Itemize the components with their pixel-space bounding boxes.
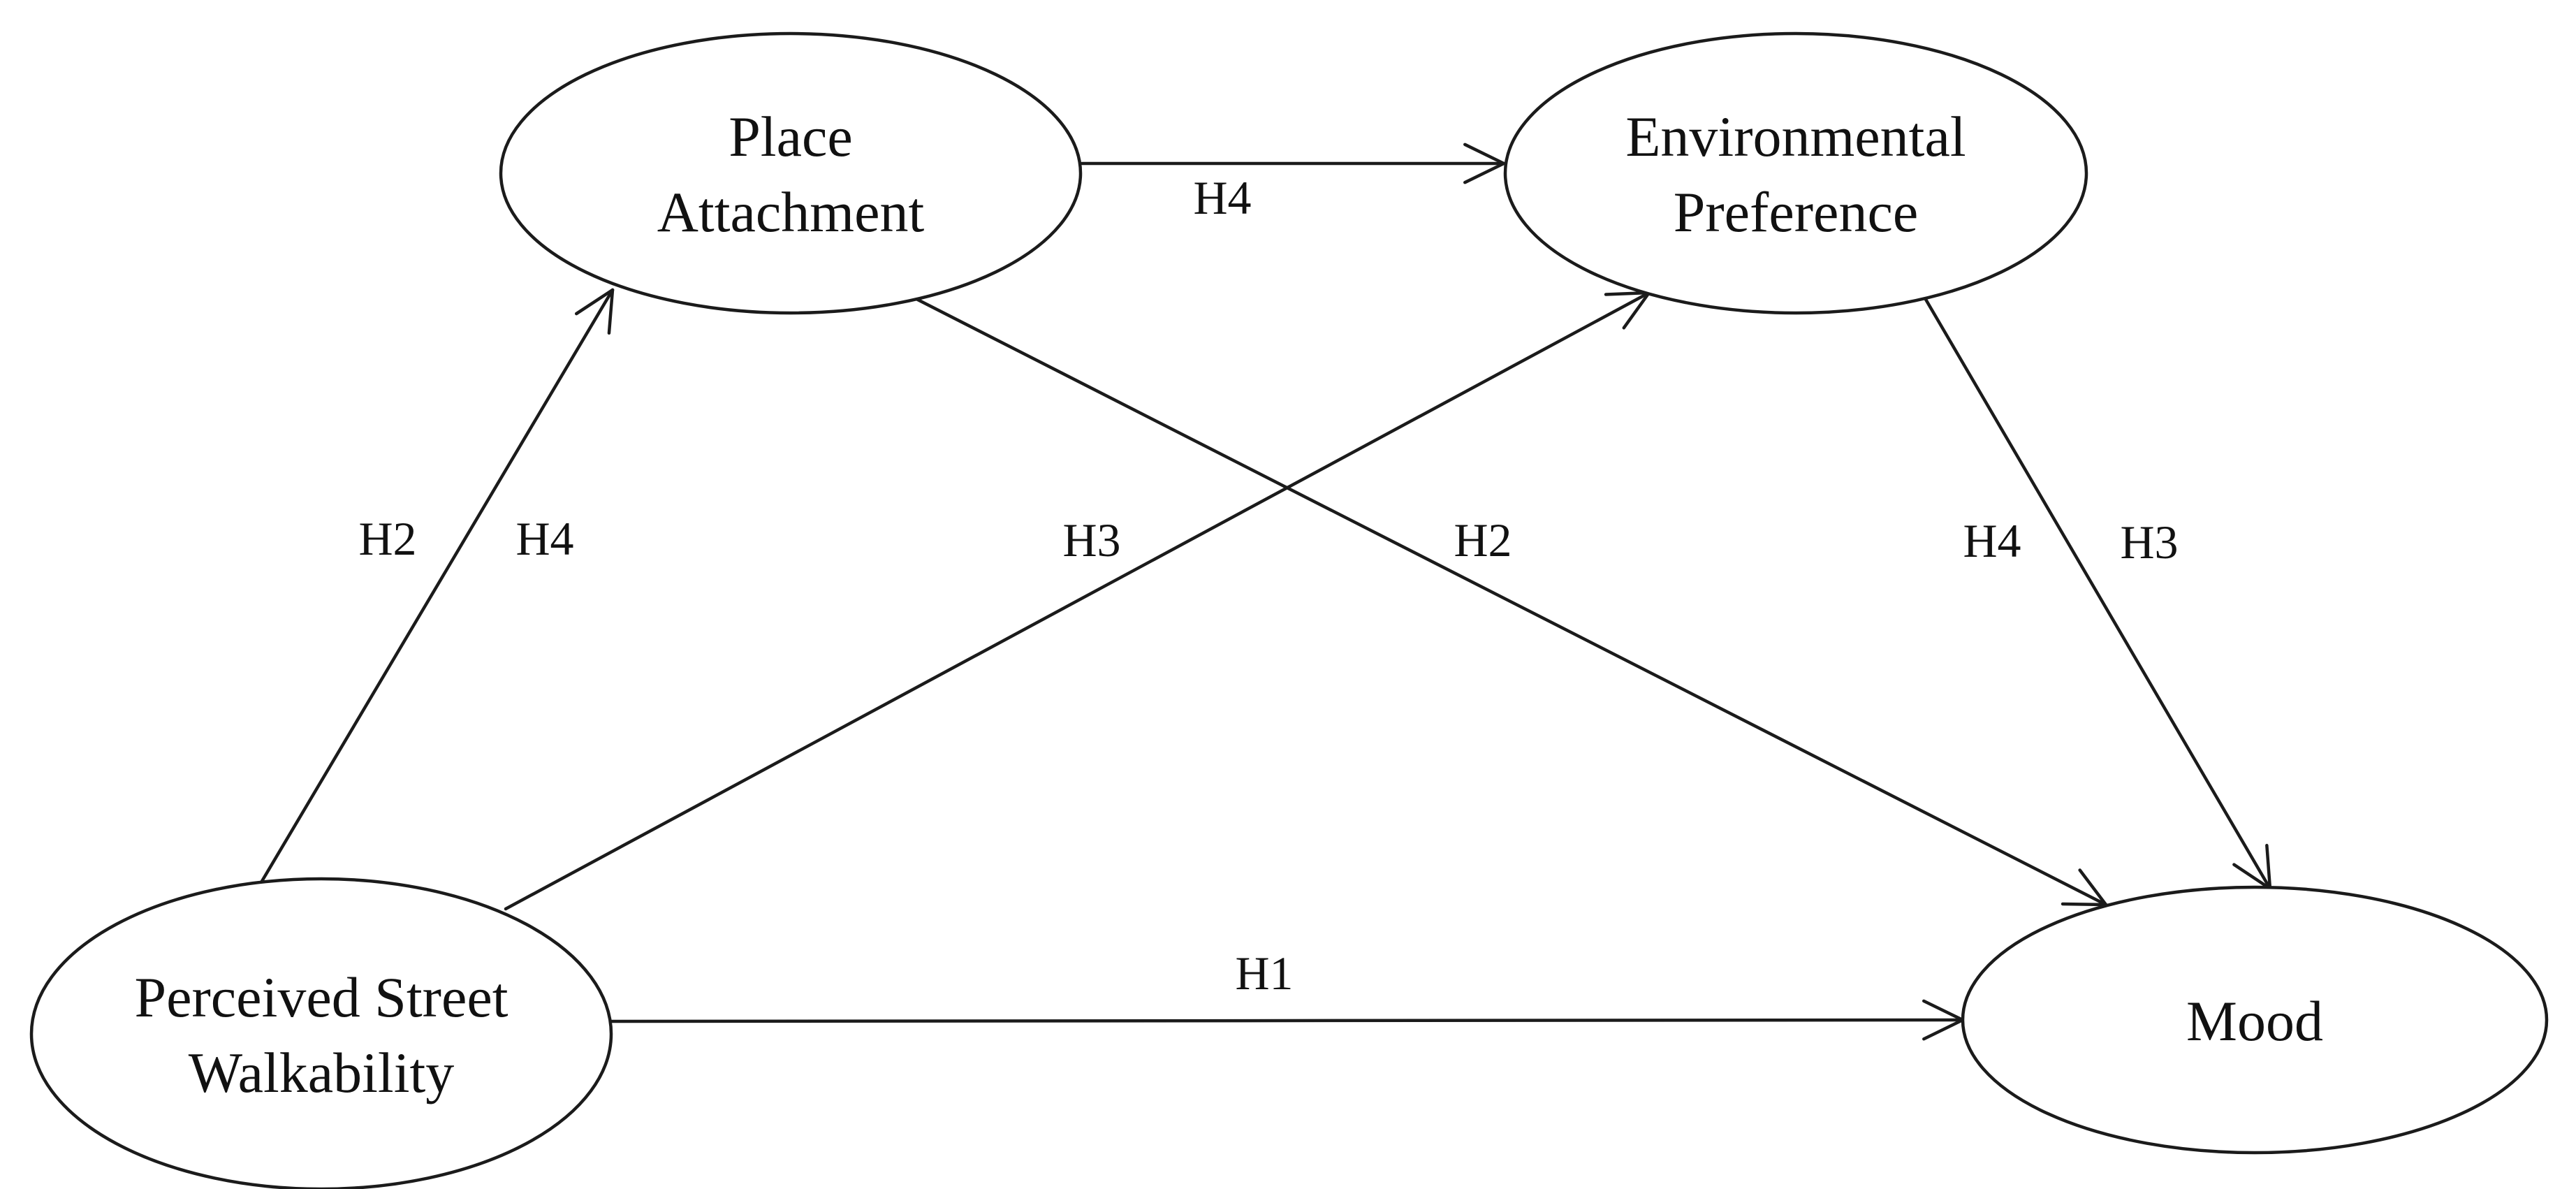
arrow-shaft (913, 296, 2108, 907)
node-label-mood: Mood (2186, 989, 2323, 1053)
arrow-walkability-to-place-attachment (259, 288, 615, 884)
node-label-line: Attachment (657, 180, 925, 244)
edge-label-h2-walkability-to-place-attachment: H2 (358, 512, 416, 565)
node-ellipse-perceived-street-walkability (29, 877, 613, 1189)
arrow-place-attachment-to-environmental-preference (1080, 143, 1506, 184)
arrowhead-icon (2232, 863, 2272, 891)
node-label-line: Perceived Street (134, 965, 508, 1029)
edge-label-h1-walkability-to-mood: H1 (1235, 947, 1293, 1000)
arrow-environmental-preference-to-mood (1920, 291, 2272, 891)
arrowhead-icon (1463, 143, 1506, 166)
arrowhead-icon (574, 288, 615, 316)
arrowhead-icon (2078, 868, 2108, 907)
arrow-shaft (1920, 291, 2272, 891)
node-ellipse-mood (1961, 885, 2549, 1155)
node-ellipse-place-attachment (499, 31, 1083, 315)
arrowhead-icon (1922, 999, 1965, 1022)
node-mood: Mood (1961, 885, 2549, 1155)
arrow-walkability-to-environmental-preference (504, 291, 1651, 911)
edge-label-h4-walkability-to-place-attachment: H4 (515, 512, 573, 565)
arrow-shaft (504, 291, 1651, 911)
edge-label-h4-place-attachment-to-environmental-preference: H4 (1193, 171, 1251, 224)
arrowhead-icon (2265, 843, 2272, 891)
edge-label-h4-environmental-preference-to-mood: H4 (1963, 514, 2021, 567)
node-label-line: Walkability (189, 1041, 455, 1104)
arrowhead-icon (2061, 902, 2108, 907)
arrow-place-attachment-to-mood (913, 296, 2108, 907)
node-label-line: Mood (2186, 989, 2323, 1053)
node-label-line: Place (729, 105, 853, 168)
arrowhead-icon (1922, 1018, 1965, 1041)
arrow-shaft (609, 1018, 1965, 1023)
edge-label-h3-walkability-to-environmental-preference: H3 (1062, 513, 1120, 567)
arrow-walkability-to-mood (609, 999, 1965, 1041)
arrowhead-icon (1463, 161, 1506, 184)
edges-layer (259, 143, 2272, 1041)
arrowhead-icon (1622, 291, 1651, 330)
edge-label-h2-place-attachment-to-mood: H2 (1454, 513, 1512, 567)
node-label-line: Preference (1674, 180, 1919, 244)
arrow-shaft (259, 288, 615, 884)
edge-label-h3-environmental-preference-to-mood: H3 (2120, 516, 2178, 569)
arrowhead-icon (607, 288, 615, 335)
node-ellipse-environmental-preference (1503, 31, 2088, 315)
node-label-line: Environmental (1625, 105, 1966, 168)
